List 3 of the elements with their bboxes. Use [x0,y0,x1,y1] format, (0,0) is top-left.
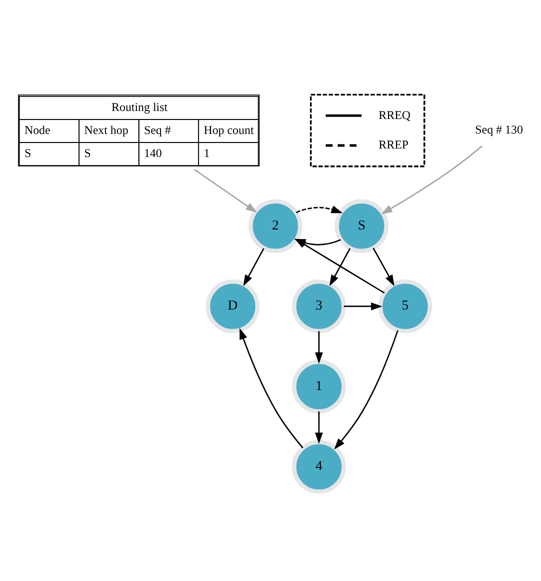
legend-label: RREQ [378,107,411,122]
node-text: Seq # 130 [475,122,523,136]
legend-label: RREP [378,137,409,152]
